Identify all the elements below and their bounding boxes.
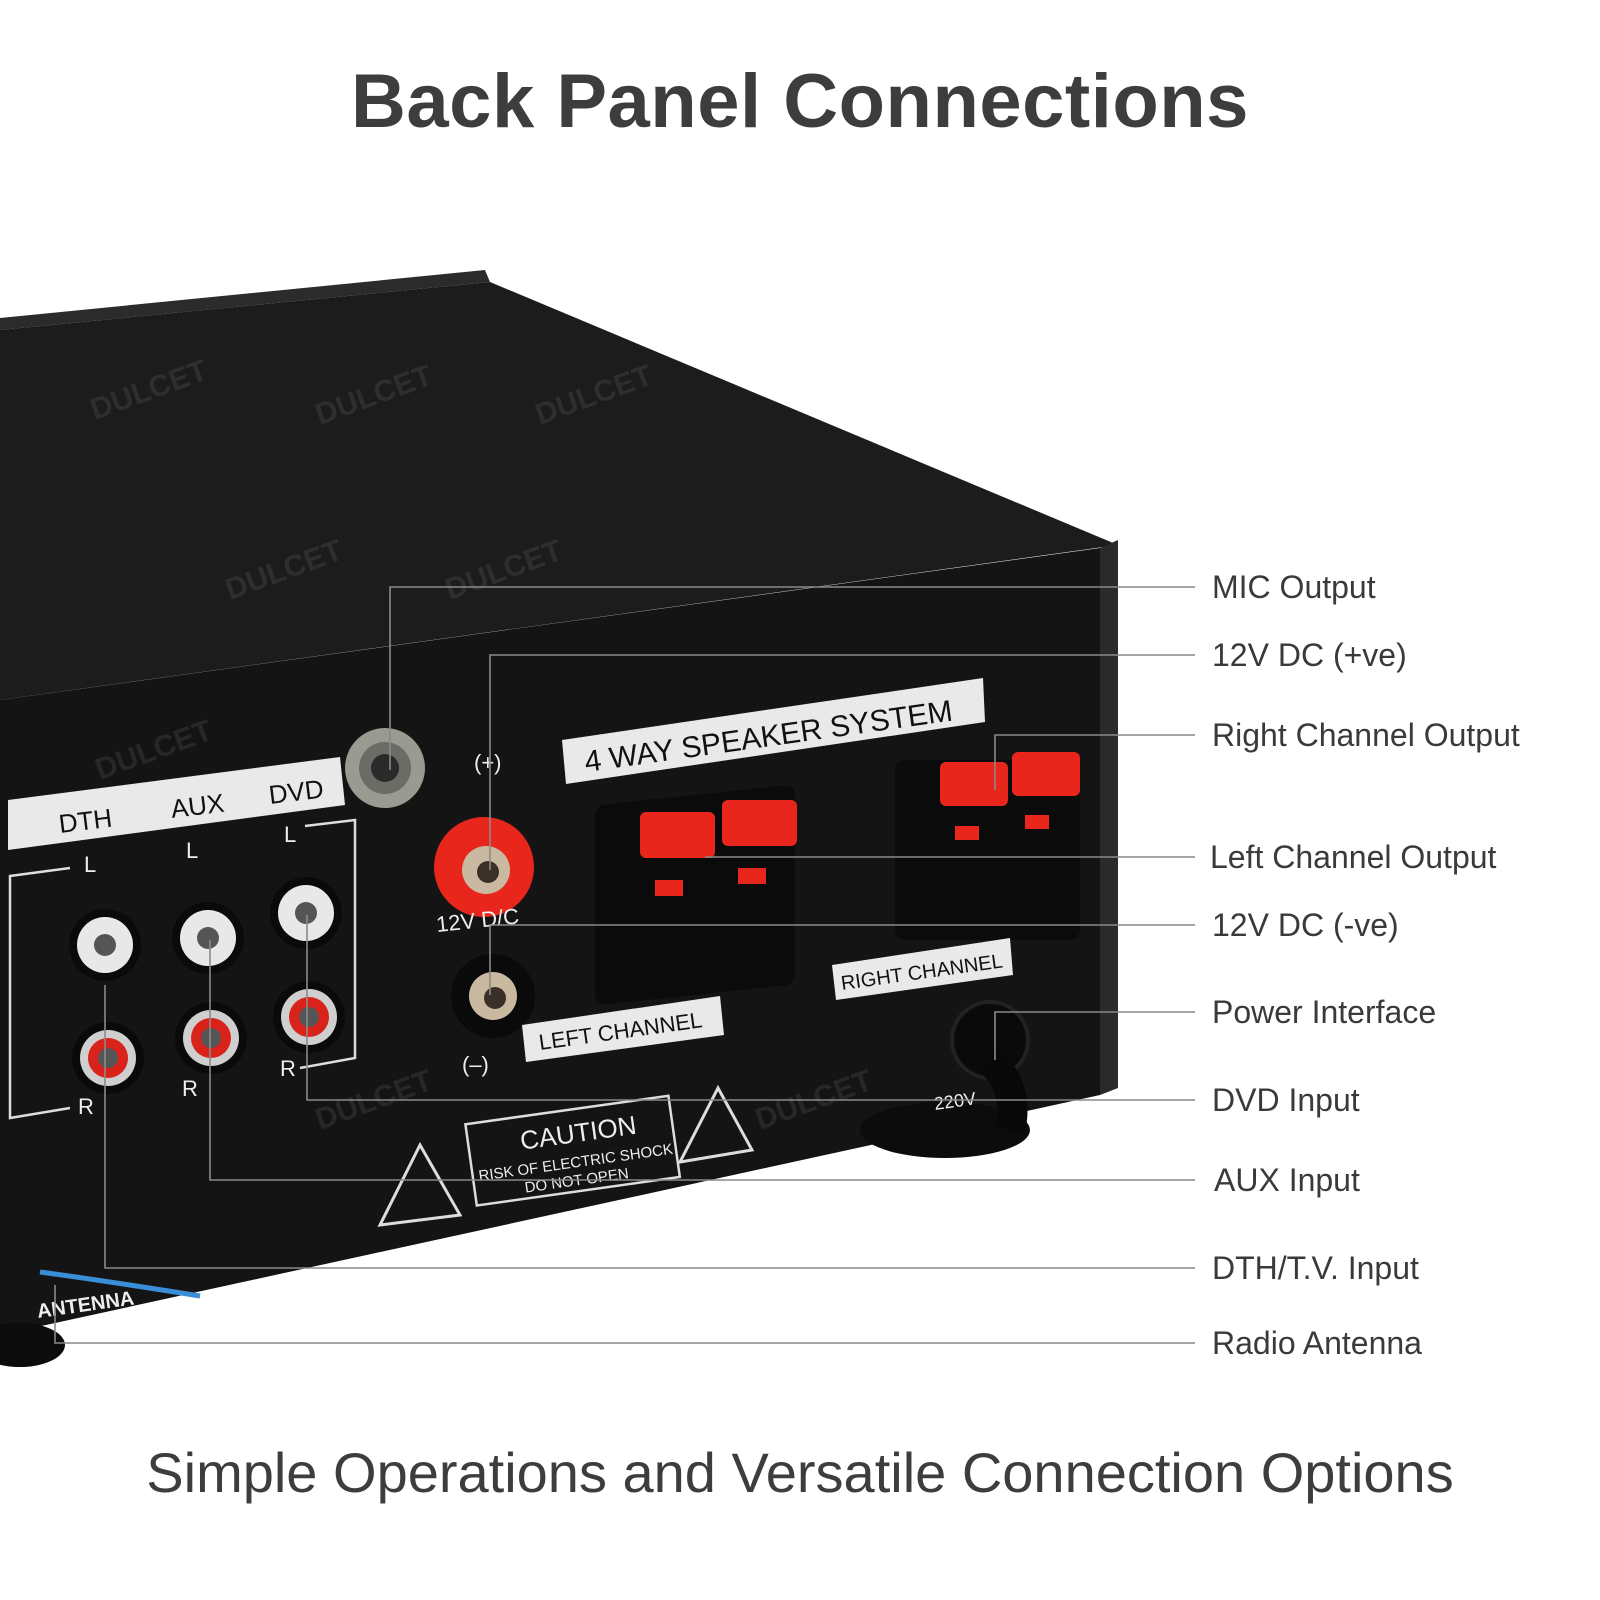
callout-right-channel-output: Right Channel Output: [1212, 717, 1520, 753]
left-label: L: [186, 838, 198, 863]
callout-line-dc-plus: [489, 654, 1195, 870]
amplifier-side-edge: [1100, 540, 1118, 1095]
callout-line-power: [994, 1011, 1195, 1060]
left-channel-clip: [640, 812, 715, 858]
dc-plus-label: (+): [474, 750, 502, 775]
dc-terminals: (+) 12V D/C (–): [434, 750, 535, 1077]
foot-left: [0, 1323, 65, 1367]
dvd-left-jack: [270, 877, 342, 949]
antenna-wire: [39, 1269, 201, 1299]
dth-right-jack: [72, 1022, 144, 1094]
power-interface: 220V: [933, 1000, 1030, 1134]
callout-dth-input: DTH/T.V. Input: [1212, 1250, 1419, 1286]
left-label: L: [84, 852, 96, 877]
callout-lines: [54, 586, 1195, 1344]
exclamation-warning-icon: [677, 1084, 755, 1164]
callout-labels: MIC Output 12V DC (+ve) Right Channel Ou…: [1210, 569, 1520, 1361]
callout-line-dvd: [306, 915, 1195, 1101]
dvd-right-jack: [273, 981, 345, 1053]
input-label-strip: [8, 757, 345, 850]
right-channel-clip: [940, 762, 1008, 806]
dc-minus-label: (–): [462, 1052, 489, 1077]
callout-line-dc-minus: [489, 924, 1195, 995]
right-label: R: [182, 1076, 198, 1101]
callout-dc-negative: 12V DC (-ve): [1212, 907, 1399, 943]
callout-dc-positive: 12V DC (+ve): [1212, 637, 1407, 673]
aux-left-jack: [172, 902, 244, 974]
callout-line-aux: [209, 940, 1195, 1181]
left-label: L: [284, 822, 296, 847]
right-label: R: [78, 1094, 94, 1119]
input-frame: [299, 818, 357, 1070]
callout-aux-input: AUX Input: [1214, 1162, 1360, 1198]
page-title: Back Panel Connections: [351, 59, 1249, 144]
foot-right: [860, 1102, 1030, 1158]
input-frame: [8, 866, 71, 1120]
input-section: DTH AUX DVD L L L R R R: [8, 757, 357, 1120]
right-channel-clip: [1012, 752, 1080, 796]
callout-line-dth: [104, 985, 1195, 1269]
left-channel-strip: [522, 996, 724, 1062]
dth-left-jack: [69, 909, 141, 981]
page-subtitle: Simple Operations and Versatile Connecti…: [146, 1441, 1454, 1504]
dvd-label: DVD: [267, 773, 325, 809]
callout-line-mic: [389, 586, 1195, 770]
top-lid-flange: [0, 270, 490, 330]
right-label: R: [280, 1056, 296, 1081]
callout-radio-antenna: Radio Antenna: [1212, 1325, 1422, 1361]
callout-left-channel-output: Left Channel Output: [1210, 839, 1497, 875]
mic-output-jack: [345, 728, 425, 808]
callout-dvd-input: DVD Input: [1212, 1082, 1360, 1118]
speaker-system-strip: [562, 678, 985, 784]
aux-label: AUX: [169, 788, 226, 824]
callout-line-right-channel: [994, 734, 1195, 790]
callout-line-antenna: [54, 1285, 1195, 1344]
left-channel-clip: [722, 800, 797, 846]
aux-right-jack: [175, 1002, 247, 1074]
amplifier-top: [0, 282, 1118, 700]
callout-mic-output: MIC Output: [1212, 569, 1376, 605]
right-channel-block: [895, 760, 1080, 940]
dth-label: DTH: [57, 803, 114, 839]
callout-power-interface: Power Interface: [1212, 994, 1436, 1030]
right-channel-strip: [832, 938, 1013, 1000]
